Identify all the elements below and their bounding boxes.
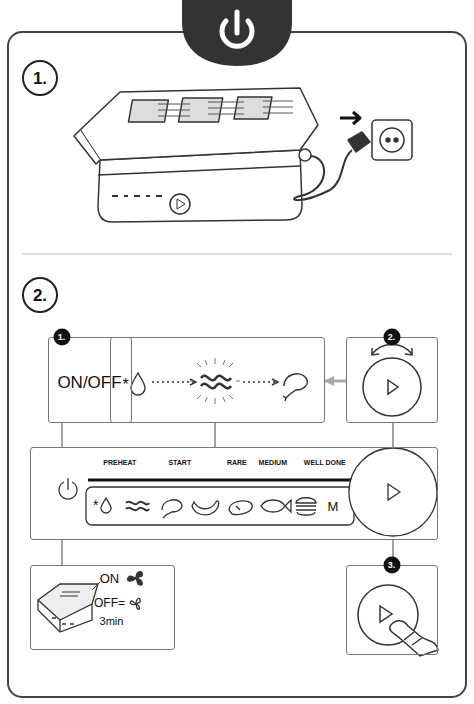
dial-icon — [363, 358, 421, 416]
divider — [22, 254, 452, 255]
fan-on-illustration — [128, 572, 143, 585]
grill-illustration — [74, 88, 412, 222]
node-label: M — [327, 499, 338, 512]
leader-line — [61, 423, 62, 447]
cooking-sequence-icons — [131, 358, 307, 404]
control-panel-icons — [126, 502, 149, 511]
fan-on-illustration — [59, 620, 60, 632]
node-label: MEDIUM — [259, 458, 287, 465]
node-label: 2. — [33, 287, 47, 304]
callout-number: 1. — [53, 328, 70, 345]
grill-illustration — [98, 150, 302, 222]
control-panel-icons — [67, 478, 68, 490]
press-button-icon — [380, 606, 392, 622]
grill-illustration — [170, 194, 190, 214]
control-panel-icons — [162, 500, 182, 518]
press-button-box: 3. — [346, 565, 438, 655]
node-label: 1. — [33, 70, 47, 87]
press-button-icon — [390, 621, 438, 656]
control-panel-icons — [229, 501, 252, 515]
outer-frame — [8, 32, 466, 697]
power-tab — [182, 0, 292, 66]
leader-line — [61, 540, 62, 565]
control-panel-icons — [388, 484, 400, 500]
outer-frame — [8, 32, 466, 697]
control-panel-icons — [86, 487, 354, 525]
grill-illustration — [380, 128, 404, 152]
leader-line — [392, 423, 393, 447]
step-number-circle: 1. — [22, 60, 58, 96]
cooking-sequence-icons — [190, 358, 240, 404]
grill-illustration — [348, 132, 370, 152]
control-panel-icons — [296, 498, 316, 515]
onoff-box: 1.ON/OFF — [48, 337, 132, 423]
press-button-icon — [404, 632, 422, 645]
grill-illustration — [299, 149, 311, 161]
fan-on-illustration — [38, 600, 92, 632]
fan-on-illustration — [38, 584, 98, 620]
grill-illustration — [128, 100, 168, 122]
fan-on-illustration — [52, 618, 74, 624]
node-label: OFF= — [94, 597, 125, 609]
grill-illustration — [386, 138, 390, 142]
cooking-sequence-icons — [243, 381, 278, 382]
program-sequence-box: * — [110, 337, 325, 423]
fan-on-illustration — [130, 598, 140, 609]
dial-box: 2. — [346, 337, 438, 423]
leader-line — [214, 423, 215, 447]
node-label: * — [122, 377, 128, 393]
grill-illustration — [177, 199, 185, 209]
grill-illustration — [74, 130, 100, 164]
cooking-sequence-icons — [131, 373, 145, 395]
cooking-sequence-icons — [272, 379, 278, 385]
node-label: * — [93, 498, 98, 512]
cooking-sequence-icons — [201, 376, 231, 389]
dial-icon — [372, 348, 412, 355]
grill-illustration — [394, 138, 398, 142]
node-label: ON/OFF — [57, 373, 121, 390]
power-tab — [235, 12, 240, 33]
node-label: WELL DONE — [304, 458, 346, 465]
fan-on-illustration — [60, 592, 80, 596]
flow-arrow — [325, 380, 346, 383]
grill-illustration — [98, 166, 301, 175]
fan-on-illustration — [38, 572, 142, 632]
grill-illustration — [372, 120, 412, 160]
divider — [22, 254, 452, 255]
cooking-sequence-icons — [283, 374, 307, 401]
cooking-sequence-icons — [190, 379, 196, 385]
callout-number: 3. — [383, 556, 400, 573]
power-tab — [182, 0, 292, 66]
grill-illustration — [112, 195, 162, 197]
step-number-circle: 2. — [22, 277, 58, 313]
control-panel-icons — [59, 448, 437, 536]
control-panel-icons — [261, 500, 291, 512]
grill-illustration — [340, 112, 360, 124]
node-label: 3min — [100, 615, 124, 626]
dial-icon — [388, 380, 398, 394]
callout-number: 2. — [383, 328, 400, 345]
dial-icon — [363, 345, 421, 416]
control-panel-icons — [101, 498, 111, 513]
grill-illustration — [80, 88, 318, 160]
fan-on-illustration — [92, 582, 100, 590]
grill-illustration — [294, 150, 352, 200]
cooking-sequence-icons — [152, 381, 196, 382]
control-panel: PREHEAT START RARE MEDIUM WELL DONE * M — [30, 447, 438, 540]
node-label: PREHEAT — [103, 458, 136, 465]
fan-info-box: ON OFF= 3min — [30, 565, 175, 650]
control-panel-icons — [349, 448, 437, 536]
node-label: RARE — [227, 458, 247, 465]
control-panel-icons — [88, 479, 352, 482]
node-label: START — [168, 458, 191, 465]
press-button-icon — [358, 585, 438, 656]
node-label: ON — [100, 571, 120, 584]
control-panel-icons — [192, 501, 219, 515]
grill-illustration — [158, 101, 293, 116]
dial-icon — [372, 345, 412, 354]
